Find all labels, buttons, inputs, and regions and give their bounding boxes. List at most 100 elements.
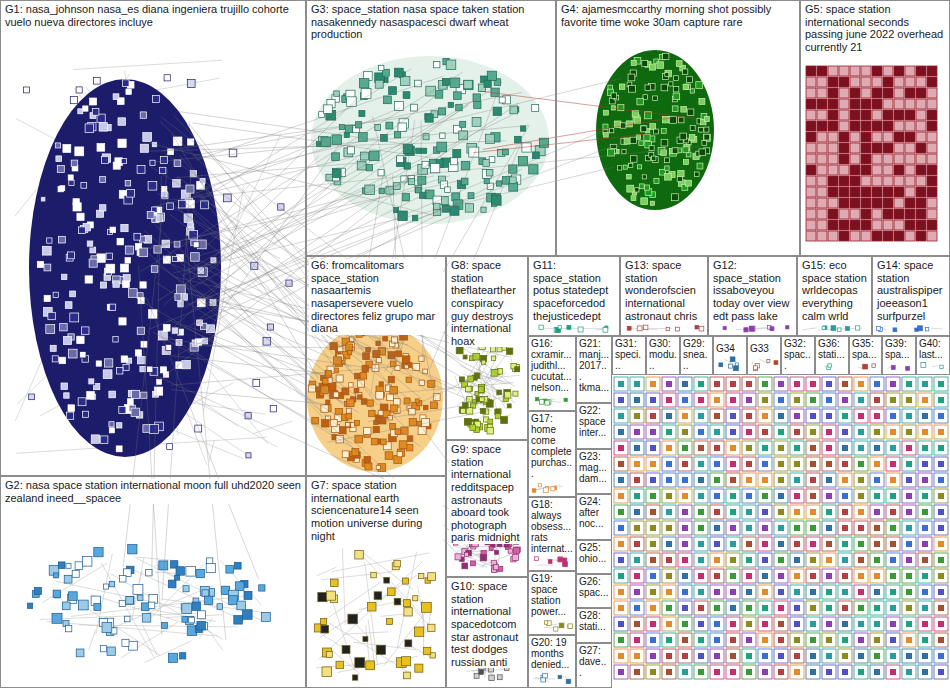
vertex: [676, 327, 680, 331]
vertex: [489, 675, 495, 681]
vertex: [491, 369, 498, 376]
vertex: [334, 91, 339, 96]
vertex: [730, 493, 736, 499]
vertex: [435, 91, 443, 99]
vertex-tile: [694, 489, 708, 503]
vertex: [850, 88, 860, 98]
tie-line: [137, 558, 262, 620]
vertex: [234, 562, 241, 569]
vertex: [364, 457, 370, 463]
vertex: [672, 106, 678, 112]
vertex: [686, 180, 692, 186]
vertex-tile: [806, 457, 820, 471]
vertex: [806, 165, 816, 175]
vertex: [890, 413, 896, 419]
vertex: [80, 352, 86, 358]
vertex: [702, 141, 707, 146]
vertex: [48, 312, 55, 319]
vertex: [480, 408, 485, 413]
vertex: [665, 70, 672, 77]
tie-line: [332, 599, 355, 670]
vertex: [551, 487, 555, 491]
vertex-tile: [886, 457, 900, 471]
vertex: [322, 648, 331, 657]
vertex: [828, 121, 838, 131]
vertex: [379, 65, 384, 70]
vertex-tile: [918, 473, 932, 487]
vertex: [749, 326, 754, 331]
vertex: [368, 603, 377, 612]
vertex: [71, 160, 78, 167]
vertex: [62, 602, 70, 610]
vertex: [806, 99, 816, 109]
vertex: [622, 150, 626, 154]
vertex-tile: [758, 425, 772, 439]
vertex: [653, 96, 658, 101]
vertex-tile: [742, 409, 756, 423]
vertex: [916, 165, 926, 175]
vertex: [535, 398, 538, 401]
vertex: [322, 420, 329, 427]
vertex: [376, 645, 385, 654]
vertex: [666, 493, 672, 499]
vertex: [650, 397, 656, 403]
vertex: [940, 365, 943, 368]
vertex: [922, 477, 928, 483]
vertex: [344, 132, 349, 137]
vertex: [817, 231, 827, 241]
vertex: [927, 231, 937, 241]
vertex: [890, 429, 896, 435]
vertex: [481, 207, 486, 212]
vertex: [831, 326, 836, 331]
vertex: [746, 381, 752, 387]
vertex-tile: [678, 393, 692, 407]
vertex: [906, 397, 912, 403]
vertex: [883, 231, 893, 241]
vertex: [746, 429, 752, 435]
vertex: [839, 165, 849, 175]
vertex: [682, 477, 688, 483]
vertex-tile: [726, 377, 740, 391]
vertex: [894, 220, 904, 230]
vertex: [916, 176, 926, 186]
vertex: [72, 570, 79, 577]
vertex: [109, 581, 115, 587]
vertex: [416, 148, 421, 153]
vertex: [746, 477, 752, 483]
vertex: [637, 326, 642, 331]
vertex: [424, 647, 431, 654]
vertex: [564, 398, 567, 401]
vertex: [355, 658, 365, 668]
vertex: [397, 452, 402, 457]
vertex: [121, 224, 128, 231]
tie-line: [317, 582, 381, 625]
vertex: [842, 429, 848, 435]
vertex: [839, 88, 849, 98]
vertex-tile: [758, 409, 772, 423]
vertex: [863, 364, 868, 369]
vertex: [326, 591, 335, 600]
tie-line: [319, 561, 424, 659]
vertex: [160, 367, 166, 373]
vertex: [126, 89, 131, 94]
vertex: [229, 596, 238, 605]
vertex: [100, 282, 106, 288]
vertex: [157, 379, 162, 384]
vertex: [905, 132, 915, 142]
vertex: [454, 92, 462, 100]
vertex: [634, 461, 640, 467]
vertex-tile: [694, 441, 708, 455]
vertex-tile: [758, 393, 772, 407]
vertex: [532, 489, 536, 493]
vertex: [687, 77, 693, 83]
vertex: [673, 86, 679, 92]
vertex: [828, 231, 838, 241]
vertex: [682, 397, 688, 403]
vertex: [894, 99, 904, 109]
vertex: [806, 231, 816, 241]
vertex: [70, 97, 77, 104]
vertex: [872, 231, 882, 241]
vertex-tile: [886, 377, 900, 391]
vertex: [634, 397, 640, 403]
vertex: [916, 132, 926, 142]
